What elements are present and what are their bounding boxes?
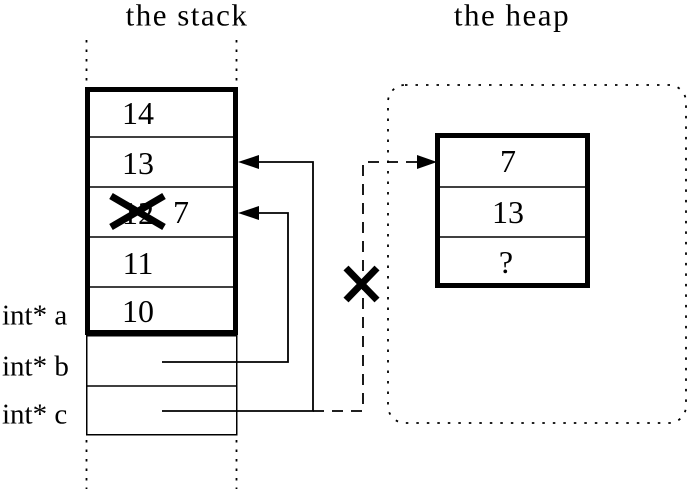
stack-cell-value: 11: [122, 245, 154, 281]
pointer-c-arrowhead-icon: [238, 155, 259, 169]
pointer-c-old-arrowhead-icon: [417, 155, 437, 169]
pointer-b-arrow-line: [162, 212, 289, 363]
heap-region-dotted-box: [387, 84, 687, 424]
stack-frame-box: [85, 87, 238, 335]
stack-cell-old-value: 12: [122, 195, 154, 231]
pointer-label-b: int* b: [2, 350, 69, 383]
pointer-b-arrowhead-icon: [238, 206, 259, 220]
crossed-out-value-x-icon: [109, 192, 166, 231]
stack-cell-value: 10: [122, 293, 154, 329]
stack-title: the stack: [125, 0, 249, 33]
stack-cell-new-value: 7: [173, 194, 189, 230]
pointer-c-arrow-line: [162, 161, 314, 412]
stack-cell-value: 14: [122, 95, 154, 131]
heap-cell-value: 13: [492, 194, 524, 230]
invalid-pointer-x-icon: [343, 265, 380, 303]
pointer-label-c: int* c: [2, 398, 68, 431]
pointer-label-a: int* a: [2, 299, 68, 332]
stack-cell-value: 13: [122, 145, 154, 181]
heap-cell-value: ?: [498, 244, 514, 280]
heap-block-box: [435, 133, 590, 288]
heap-cell-value: 7: [500, 143, 516, 179]
pointer-cells-box: [86, 335, 238, 436]
heap-title: the heap: [453, 0, 571, 33]
